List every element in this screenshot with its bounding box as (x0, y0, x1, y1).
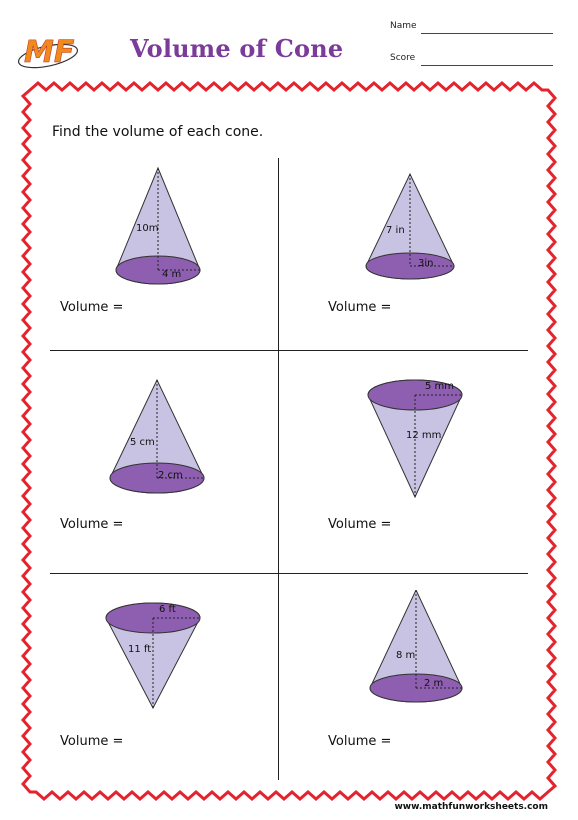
volume-label: Volume = (328, 734, 392, 749)
cone-diagram: 10m 4 m (115, 166, 201, 285)
zigzag-border-line (20, 81, 558, 801)
footer-url: www.mathfunworksheets.com (394, 802, 548, 812)
volume-label: Volume = (328, 517, 392, 532)
name-field-line[interactable] (421, 33, 553, 34)
grid-horizontal-divider-1 (50, 350, 528, 351)
height-label: 12 mm (406, 430, 441, 441)
volume-label: Volume = (328, 300, 392, 315)
volume-label: Volume = (60, 517, 124, 532)
instruction-text: Find the volume of each cone. (52, 124, 264, 140)
cone-diagram: 8 m 2 m (369, 590, 463, 703)
height-label: 7 in (386, 225, 405, 236)
volume-label: Volume = (60, 734, 124, 749)
height-label: 8 m (396, 650, 415, 661)
cone-diagram: 7 in 3in (365, 172, 455, 280)
problem-cell-5: 11 ft 6 ft Volume = (50, 590, 280, 800)
height-label: 10m (136, 223, 158, 234)
cone-diagram: 11 ft 6 ft (105, 602, 201, 710)
height-label: 11 ft (128, 644, 151, 655)
cone-diagram: 12 mm 5 mm (367, 379, 463, 499)
logo-text: MF (24, 35, 75, 70)
mathfunworksheets-logo: MF (17, 35, 79, 70)
problem-cell-1: 10m 4 m Volume = (50, 158, 280, 368)
name-label: Name (390, 21, 417, 31)
radius-label: 5 mm (425, 381, 454, 392)
problem-cell-4: 12 mm 5 mm Volume = (280, 365, 510, 575)
problem-cell-6: 8 m 2 m Volume = (280, 590, 510, 800)
problem-cell-3: 5 cm 2 cm Volume = (50, 365, 280, 575)
radius-label: 6 ft (159, 604, 176, 615)
problem-cell-2: 7 in 3in Volume = (280, 158, 510, 368)
grid-horizontal-divider-2 (50, 573, 528, 574)
radius-label: 3in (418, 258, 433, 269)
volume-label: Volume = (60, 300, 124, 315)
radius-label: 2 cm (158, 470, 183, 481)
height-label: 5 cm (130, 437, 155, 448)
cone-diagram: 5 cm 2 cm (109, 378, 205, 494)
radius-label: 2 m (424, 678, 443, 689)
page-title: Volume of Cone (130, 34, 344, 63)
grid-vertical-divider (278, 158, 279, 780)
radius-label: 4 m (162, 269, 181, 280)
score-field-line[interactable] (421, 65, 553, 66)
score-label: Score (390, 53, 416, 63)
